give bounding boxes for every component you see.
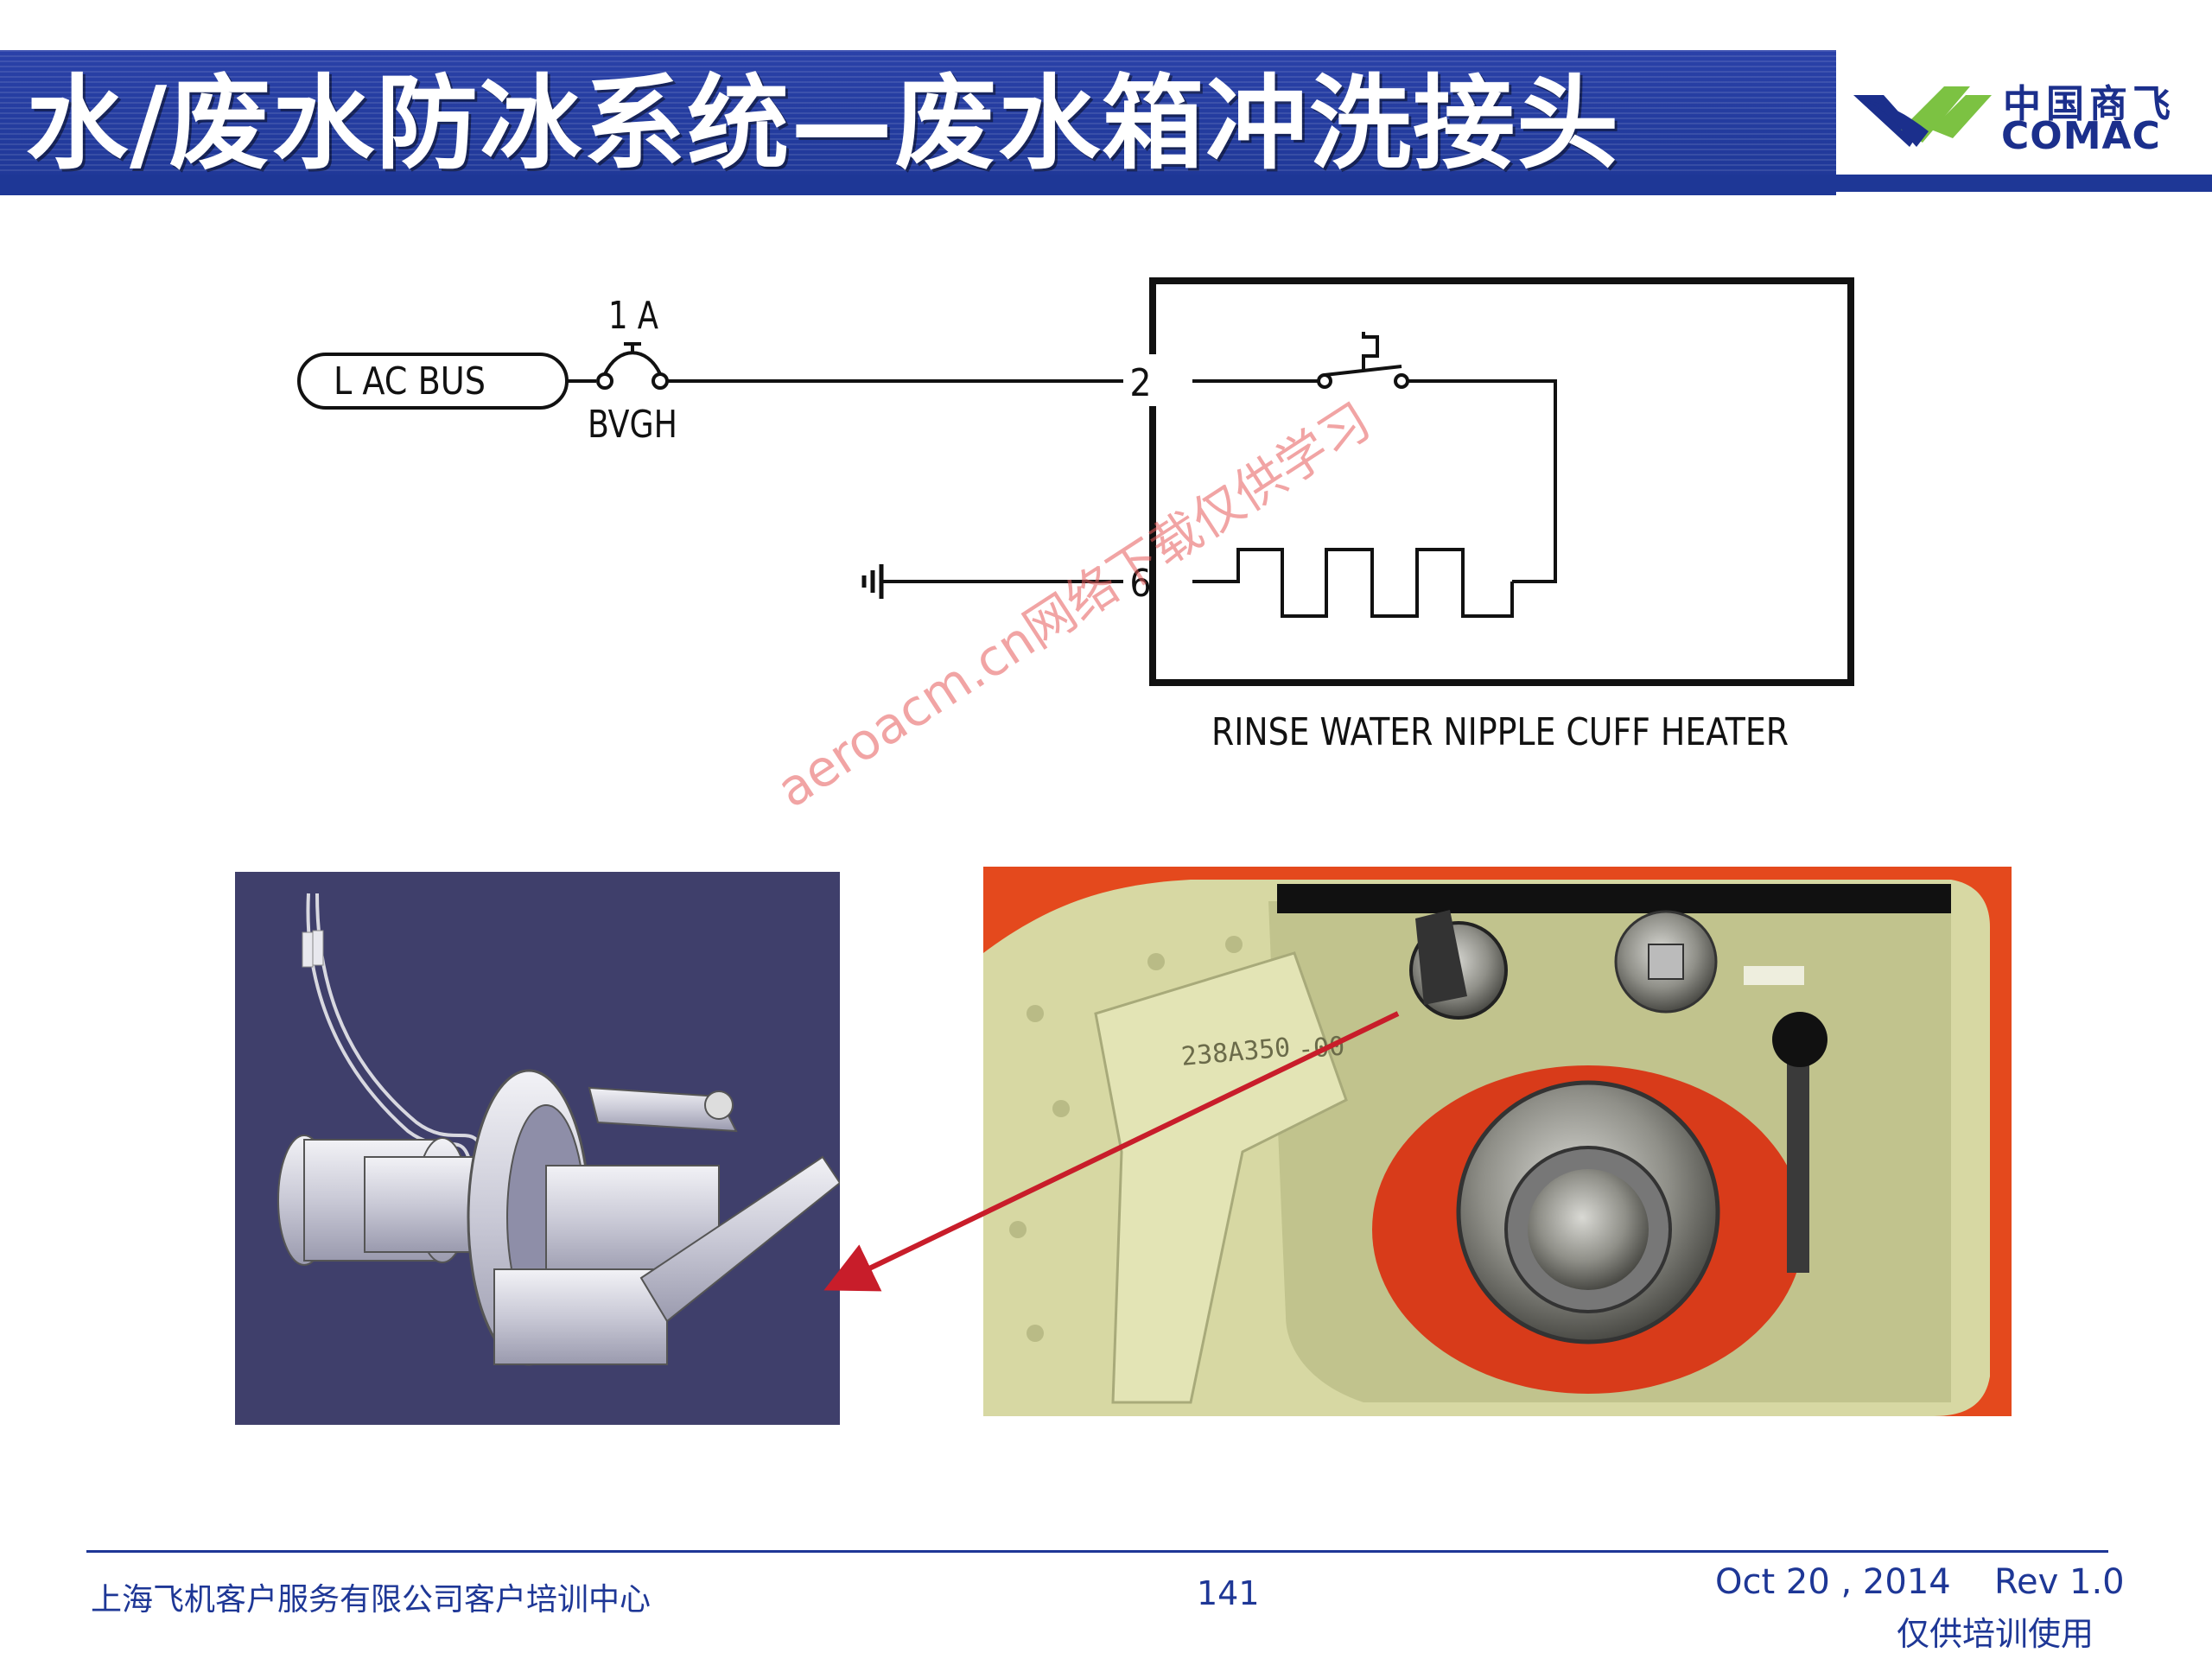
- footer-company: 上海飞机客户服务有限公司客户培训中心: [91, 1582, 652, 1618]
- comac-logo: 中国商飞 COMAC: [1849, 69, 2203, 164]
- service-panel-photo: 238A350 -00: [983, 867, 2012, 1416]
- footer-divider: [86, 1550, 2108, 1553]
- title-underline: [0, 175, 2212, 192]
- circuit-breaker-icon: [596, 342, 669, 390]
- wiring-schematic: L AC BUS 1 A BVGH 2 6 RINSE WATER NIPPLE…: [297, 277, 1854, 754]
- component-label: RINSE WATER NIPPLE CUFF HEATER: [1211, 710, 1789, 754]
- comac-logo-mark-icon: [1853, 86, 1992, 147]
- component-box: [1149, 277, 1854, 686]
- footer-date: Oct 20 , 2014: [1715, 1562, 1951, 1602]
- pin-2-label: 2: [1129, 361, 1151, 405]
- logo-text-en: COMAC: [2001, 114, 2161, 158]
- bus-label: L AC BUS: [334, 359, 486, 404]
- breaker-code: BVGH: [588, 403, 677, 447]
- page-number: 141: [1197, 1574, 1260, 1612]
- slide-title: 水/废水防冰系统—废水箱冲洗接头: [26, 64, 1621, 183]
- pin-6-label: 6: [1129, 562, 1151, 606]
- cad-nipple-rendering: [235, 872, 840, 1425]
- footer-revision: Rev 1.0: [1994, 1562, 2125, 1602]
- breaker-rating: 1 A: [608, 294, 658, 338]
- ground-icon: [861, 564, 1123, 599]
- title-bar: 水/废水防冰系统—废水箱冲洗接头: [0, 50, 1836, 195]
- logo-text-cn: 中国商飞: [2003, 82, 2176, 126]
- heater-element-icon: [1192, 548, 1514, 618]
- footer-note: 仅供培训使用: [1897, 1615, 2094, 1653]
